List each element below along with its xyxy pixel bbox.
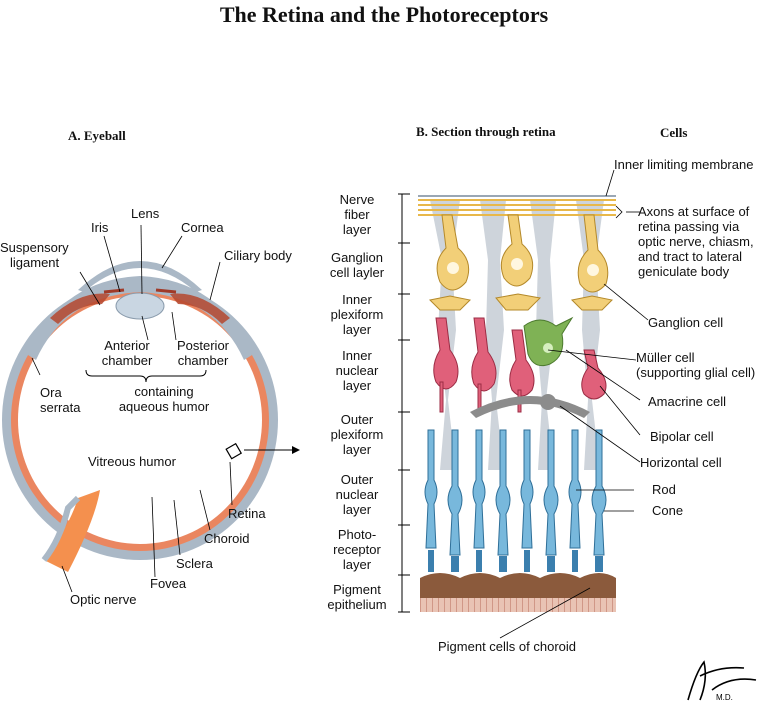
panel-b-heading: B. Section through retina [416,124,556,139]
label-anterior-chamber: Anterior chamber [101,338,153,368]
lens-shape [115,292,165,320]
panel-a-heading: A. Eyeball [68,128,126,143]
label-lens: Lens [131,206,160,221]
label-posterior-chamber: Posterior chamber [176,338,230,368]
label-aqueous-humor: containing aqueous humor [118,384,210,414]
amacrine-cell-shape [523,316,574,367]
optic-nerve-shape [44,490,100,572]
ganglion-cells [428,214,614,311]
label-optic-nerve: Optic nerve [70,592,137,607]
signature: M.D. [687,660,757,702]
label-sclera: Sclera [176,556,213,571]
cornea-shape [78,261,202,292]
eyeball-diagram [2,224,300,593]
label-axons: Axons at surface of retina passing via o… [638,204,754,279]
label-cornea: Cornea [181,220,224,235]
iris-shape [103,288,125,294]
cells-heading: Cells [660,125,688,140]
vitreous-body [18,296,262,544]
layer-bracket [398,193,410,613]
ciliary-body-left [50,293,110,324]
label-amacrine-cell: Amacrine cell [648,394,727,409]
label-horizontal-cell: Horizontal cell [640,455,722,470]
page-title: The Retina and the Photoreceptors [219,2,549,27]
ciliary-body-right [170,293,230,324]
label-iris: Iris [91,220,109,235]
label-muller-cell: Müller cell (supporting glial cell) [636,350,756,380]
retina-section-diagram [398,169,649,639]
label-ganglion-cell: Ganglion cell [648,315,724,330]
label-ora-serrata: Ora serrata [40,385,81,415]
label-rod: Rod [652,482,676,497]
photoreceptor-outer-segments [428,550,603,572]
horizontal-cell-shape [470,394,590,418]
choroid-layer-shape [420,598,616,612]
label-retina: Retina [228,506,266,521]
photoreceptors [424,429,607,556]
retina-sample-box [225,442,243,460]
label-cone: Cone [652,503,684,518]
label-vitreous-humor: Vitreous humor [88,454,176,469]
label-bipolar-cell: Bipolar cell [650,429,714,444]
ganglion-nuclei [447,258,599,276]
label-fovea: Fovea [150,576,187,591]
label-ciliary-body: Ciliary body [224,248,292,263]
label-inner-limiting-membrane: Inner limiting membrane [614,157,754,172]
label-choroid: Choroid [204,531,250,546]
label-suspensory-ligament: Suspensory ligament [0,240,69,270]
pigment-epithelium-shape [420,573,616,598]
iris-shape-right [155,288,177,294]
label-pigment-cells-choroid: Pigment cells of choroid [438,639,577,654]
svg-text:M.D.: M.D. [716,693,733,702]
